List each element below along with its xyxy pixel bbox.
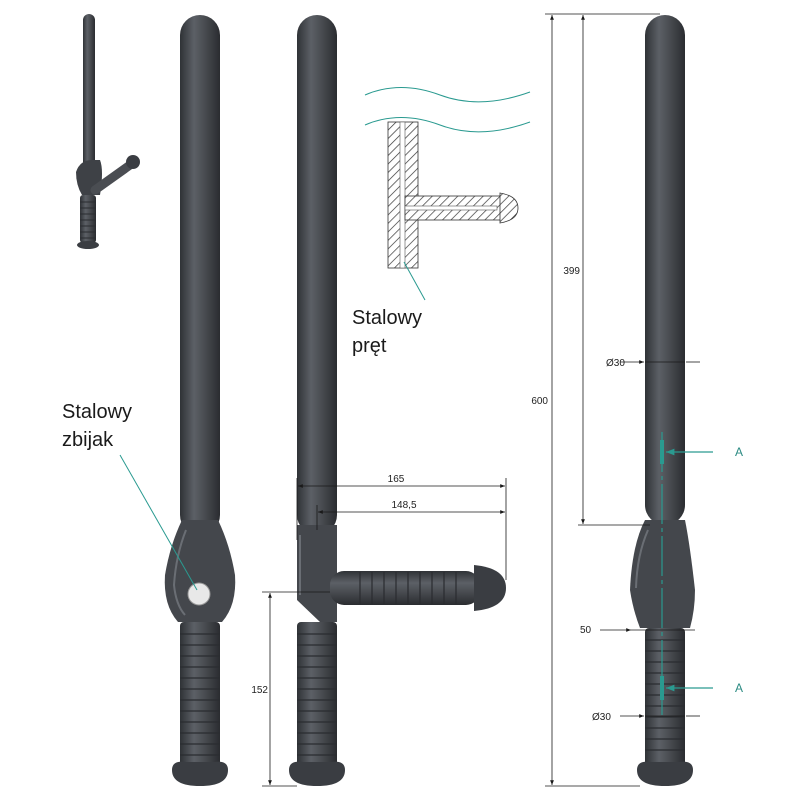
striker-label-line1: Stalowy bbox=[62, 401, 132, 423]
side-view-dimensions bbox=[262, 478, 507, 787]
profile-view bbox=[630, 15, 695, 786]
dim-grip-diameter: Ø30 bbox=[592, 712, 611, 723]
dim-grip-length: 152 bbox=[251, 685, 268, 696]
front-view bbox=[164, 15, 236, 786]
rod-label-line1: Stalowy bbox=[352, 307, 422, 329]
dim-shaft-diameter: Ø30 bbox=[606, 358, 625, 369]
thumbnail-view bbox=[76, 14, 140, 249]
striker-label-line2: zbijak bbox=[62, 429, 114, 451]
section-mark-lower: A bbox=[735, 681, 743, 695]
section-mark-upper: A bbox=[735, 445, 743, 459]
rod-label-line2: pręt bbox=[352, 335, 387, 357]
striker-callout: Stalowy zbijak bbox=[62, 401, 198, 591]
cross-section-view bbox=[364, 87, 531, 269]
grip-rings bbox=[180, 633, 220, 756]
dim-handle-reach: 165 bbox=[388, 474, 405, 485]
profile-dimensions bbox=[545, 13, 700, 787]
dim-guard-width: 50 bbox=[580, 625, 592, 636]
dim-handle-length: 148,5 bbox=[391, 500, 416, 511]
rod-callout: Stalowy pręt bbox=[352, 261, 426, 357]
side-view bbox=[289, 15, 506, 786]
section-markers: A A bbox=[660, 440, 743, 700]
dim-total-length: 600 bbox=[531, 396, 548, 407]
steel-striker bbox=[187, 582, 211, 606]
handle-grip-rings bbox=[359, 572, 457, 604]
dim-shaft-length: 399 bbox=[563, 266, 580, 277]
